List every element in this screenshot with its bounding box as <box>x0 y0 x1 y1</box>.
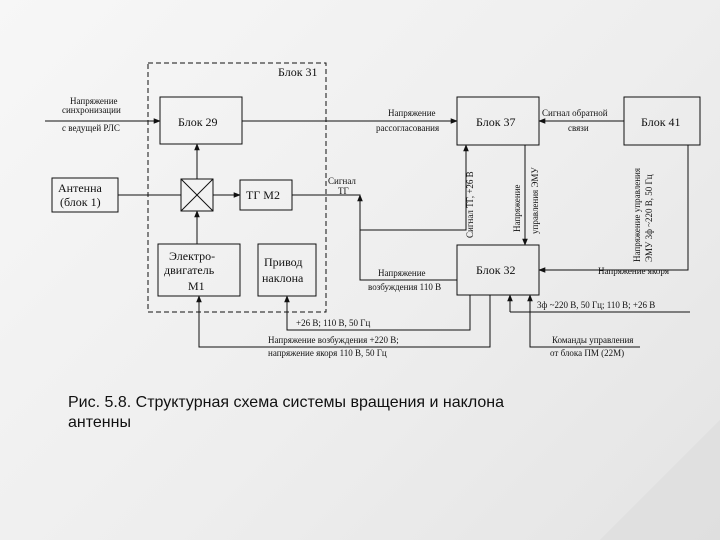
feedback-label-2: связи <box>568 123 589 133</box>
mismatch-label-1: Напряжение <box>388 108 436 118</box>
tg-m2-label: ТГ М2 <box>246 188 280 202</box>
antenna-label-2: (блок 1) <box>60 195 101 209</box>
anchor-voltage-label: Напряжение якоря <box>598 266 669 276</box>
caption-line-2: антенны <box>68 414 131 431</box>
page-corner-decoration <box>600 420 720 540</box>
feedback-label-1: Сигнал обратной <box>542 108 608 118</box>
tilt-box <box>257 243 317 297</box>
figure-caption: Рис. 5.8. Структурная схема системы вращ… <box>68 393 628 433</box>
sync-label-2: синхронизации <box>62 105 121 115</box>
excite-label-2: возбуждения 110 В <box>368 282 441 292</box>
block-37-label: Блок 37 <box>476 115 516 129</box>
excite-220-label-1: Напряжение возбуждения +220 В; <box>268 335 399 345</box>
power-line-label: 3ф ~220 В, 50 Гц; 110 В; +26 В <box>537 300 655 310</box>
block-29-label: Блок 29 <box>178 115 218 129</box>
block-32-label: Блок 32 <box>476 263 516 277</box>
block-41-label: Блок 41 <box>641 115 681 129</box>
motor-label-2: двигатель <box>164 263 215 277</box>
emu-control-vertical-label-1: Напряжение <box>512 184 522 232</box>
antenna-label-1: Антенна <box>58 181 103 195</box>
tg-signal-label-2: ТГ <box>338 186 349 196</box>
mismatch-label-2: рассогласования <box>376 123 439 133</box>
emu-control-vertical-label-2: управления ЭМУ <box>530 167 540 234</box>
block-31-label: Блок 31 <box>278 65 318 79</box>
excite-label-1: Напряжение <box>378 268 426 278</box>
tg-signal-vertical-label: Сигнал ТГ, +26 В <box>465 171 475 238</box>
emu-3f-vertical-label-2: ЭМУ 3ф ~220 В, 50 Гц <box>644 174 654 262</box>
tilt-label-1: Привод <box>264 255 302 269</box>
power-bottom-label: +26 В; 110 В, 50 Гц <box>296 318 370 328</box>
sync-label-1: Напряжение <box>70 96 118 106</box>
commands-label-2: от блока ПМ (22М) <box>550 348 624 358</box>
emu-3f-vertical-label-1: Напряжение управления <box>632 168 642 262</box>
caption-line-1: Рис. 5.8. Структурная схема системы вращ… <box>68 394 504 411</box>
excite-220-label-2: напряжение якоря 110 В, 50 Гц <box>268 348 387 358</box>
tg-signal-label-1: Сигнал <box>328 176 356 186</box>
motor-label-1: Электро- <box>169 249 215 263</box>
block-diagram: Блок 31 Блок 29 Блок 37 Блок 41 Блок 32 … <box>45 62 701 358</box>
sync-label-3: с ведущей РЛС <box>62 123 120 133</box>
commands-label-1: Команды управления <box>552 335 633 345</box>
block-31-frame <box>147 62 327 313</box>
tilt-label-2: наклона <box>262 271 304 285</box>
motor-label-3: М1 <box>188 279 205 293</box>
